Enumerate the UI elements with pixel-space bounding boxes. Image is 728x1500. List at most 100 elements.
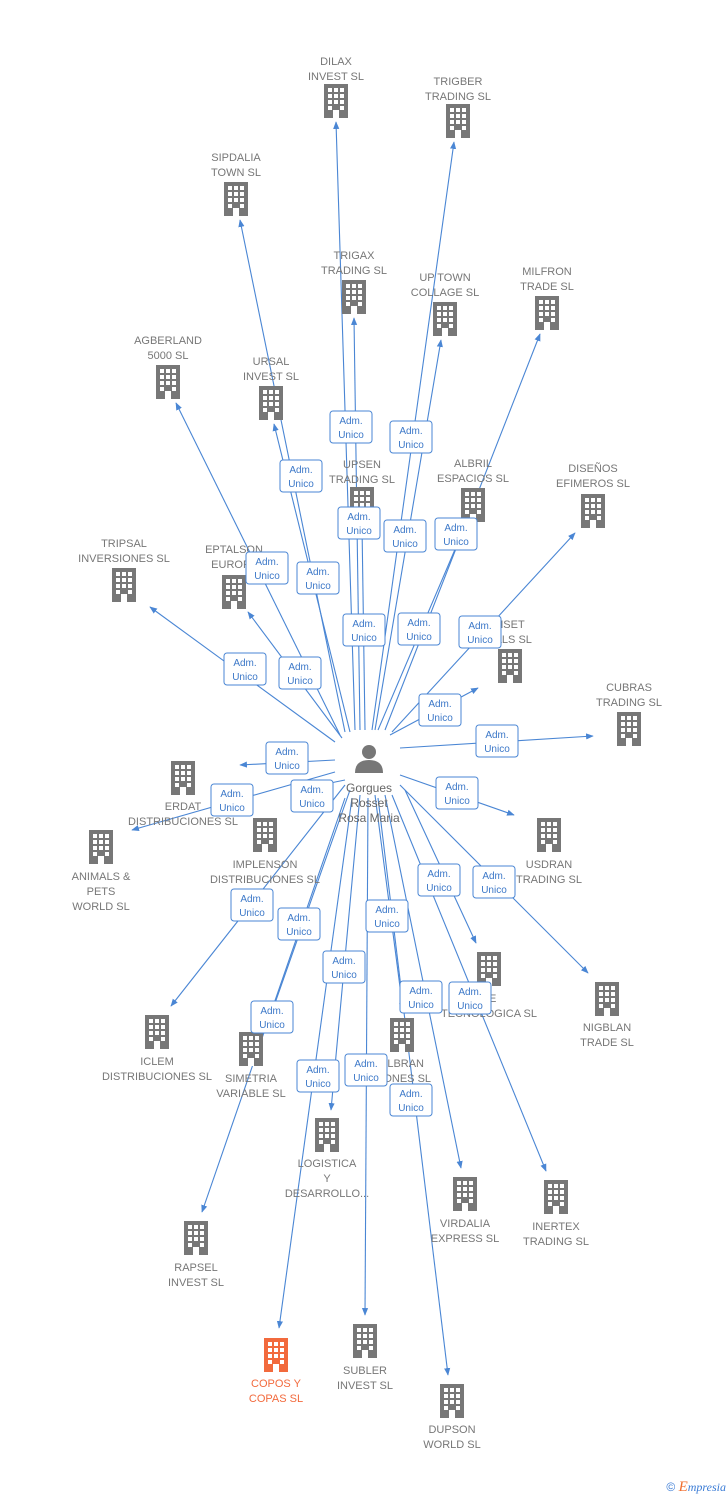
role-badge-dilax[interactable]: Adm.Unico xyxy=(329,410,373,444)
role-badge-animals[interactable]: Adm.Unico xyxy=(210,783,254,817)
badge-text-line: Unico xyxy=(398,440,424,451)
role-badge-tripsal[interactable]: Adm.Unico xyxy=(223,652,267,686)
person-body xyxy=(355,760,383,773)
role-badge-erdat[interactable]: Adm. Unico xyxy=(265,741,309,775)
company-name-line: ERDAT xyxy=(165,801,202,813)
role-badge-virdalia[interactable]: Adm.Unico xyxy=(399,980,443,1014)
badge-text-line: Adm. xyxy=(445,782,468,793)
role-badge-inertex[interactable]: Adm.Unico xyxy=(448,981,492,1015)
role-badge-albran[interactable]: Adm.Unico xyxy=(365,899,409,933)
role-badge-copos[interactable]: Adm.Unico xyxy=(296,1059,340,1093)
role-badge-dupson[interactable]: Adm.Unico xyxy=(389,1083,433,1117)
role-badge-trigber[interactable]: Adm.Unico xyxy=(389,420,433,454)
role-badge-cubras[interactable]: Adm.Unico xyxy=(475,724,519,758)
badge-text-line: Unico xyxy=(346,526,372,537)
role-badge-logistica[interactable]: Adm.Unico xyxy=(322,950,366,984)
badge-text-line: Adm. xyxy=(354,1059,377,1070)
badge-text-line: Unico xyxy=(239,908,265,919)
role-badge-sipdalia[interactable]: Adm.Unico xyxy=(279,459,323,493)
building-icon xyxy=(498,649,522,683)
badge-text-line: Adm. xyxy=(339,416,362,427)
building-icon xyxy=(324,84,348,118)
company-name-line: TRIGAX xyxy=(334,250,376,262)
company-name-line: INERTEX xyxy=(532,1221,580,1233)
company-name-line: DISEÑOS xyxy=(568,462,618,475)
role-badge-ursal[interactable]: Adm.Unico xyxy=(296,561,340,595)
brand-logo-text[interactable]: mpresia xyxy=(687,1480,726,1494)
company-name-line: COPAS SL xyxy=(249,1393,303,1405)
company-name-line: EFIMEROS SL xyxy=(556,478,630,490)
badge-text-line: Adm. xyxy=(287,913,310,924)
role-badge-milfron[interactable]: Adm.Unico xyxy=(434,517,478,551)
badge-text-line: Unico xyxy=(287,676,313,687)
role-badge-albril[interactable]: Adm.Unico xyxy=(397,612,441,646)
company-name-line: NSET xyxy=(495,619,525,631)
badge-text-line: Unico xyxy=(351,633,377,644)
company-node-disenos[interactable]: DISEÑOS EFIMEROS SL xyxy=(556,462,630,528)
badge-text-line: Unico xyxy=(259,1020,285,1031)
building-icon xyxy=(145,1015,169,1049)
badge-text-line: Adm. xyxy=(352,619,375,630)
role-badge-disenos[interactable]: Adm.Unico xyxy=(458,615,502,649)
badge-text-line: Adm. xyxy=(444,523,467,534)
badge-text-line: Unico xyxy=(288,479,314,490)
badge-text-line: Adm. xyxy=(347,512,370,523)
role-badge-tecnologica[interactable]: Adm.Unico xyxy=(417,863,461,897)
company-name-line: UP TOWN xyxy=(419,272,470,284)
company-name-line: TRADING SL xyxy=(425,91,491,103)
role-badge-trigax[interactable]: Adm. Unico xyxy=(337,506,381,540)
role-badge-implenson[interactable]: Adm.Unico xyxy=(290,779,334,813)
role-badge-nigblan[interactable]: Adm.Unico xyxy=(472,865,516,899)
company-name-line: ANIMALS & xyxy=(72,871,131,883)
role-badge-subler[interactable]: Adm.Unico xyxy=(344,1053,388,1087)
badge-text-line: Unico xyxy=(274,761,300,772)
badge-text-line: Unico xyxy=(305,1079,331,1090)
role-badge-simetria[interactable]: Adm.Unico xyxy=(277,907,321,941)
role-badge-upsen[interactable]: Adm. Unico xyxy=(342,613,386,647)
badge-box xyxy=(397,612,441,646)
badge-text-line: Adm. xyxy=(275,747,298,758)
role-badge-nset[interactable]: Adm.Unico xyxy=(418,693,462,727)
brand-logo-initial: E xyxy=(678,1479,688,1495)
role-badge-agberland[interactable]: Adm.Unico xyxy=(245,551,289,585)
company-name-line: WORLD SL xyxy=(423,1439,480,1451)
role-badge-iclem[interactable]: Adm.Unico xyxy=(230,888,274,922)
company-name-line: SIMETRIA xyxy=(225,1073,278,1085)
badge-text-line: Unico xyxy=(444,796,470,807)
role-badge-rapsel[interactable]: Adm.Unico xyxy=(250,1000,294,1034)
badge-text-line: Unico xyxy=(299,799,325,810)
company-name-line: NIGBLAN xyxy=(583,1022,631,1034)
company-node-logistica[interactable]: LOGISTICAYDESARROLLO... xyxy=(285,1118,369,1200)
badge-box xyxy=(418,693,462,727)
role-badge-eptalson[interactable]: Adm.Unico xyxy=(278,656,322,690)
role-badge-usdran[interactable]: Adm. Unico xyxy=(435,776,479,810)
role-badge-uptown[interactable]: Adm.Unico xyxy=(383,519,427,553)
